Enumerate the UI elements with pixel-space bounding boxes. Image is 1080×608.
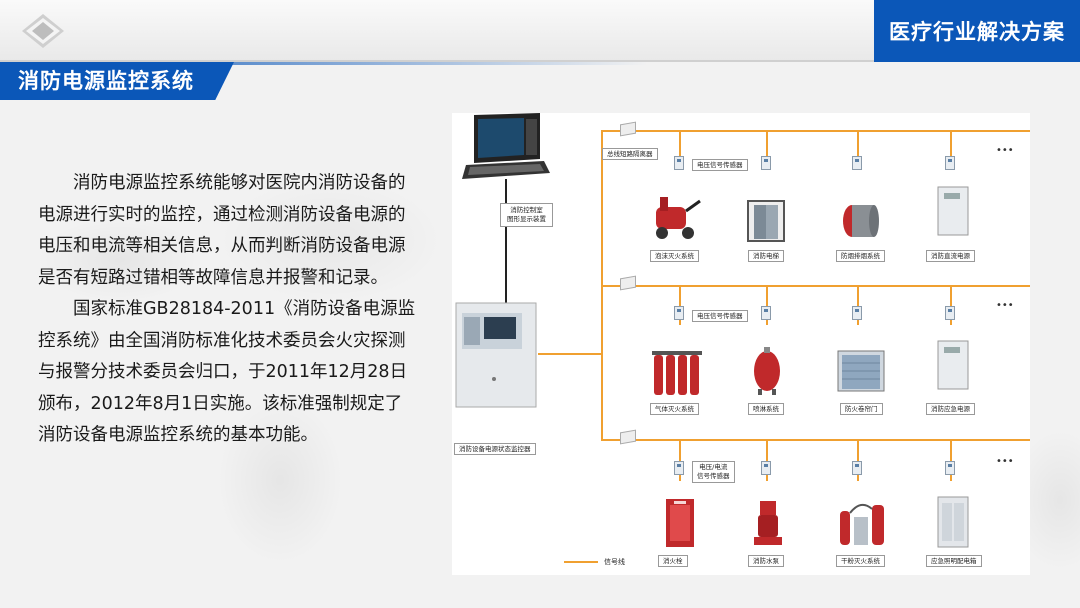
sensor-icon [945,461,955,475]
isolator-label: 总线短路隔离器 [602,148,658,160]
isolator-icon [620,429,636,445]
more-indicator: ••• [996,456,1014,467]
foam-extinguisher-icon [656,197,701,239]
row1-drop-1 [679,130,681,170]
device-label: 防火卷帘门 [840,403,883,415]
paragraph-2: 国家标准GB28184-2011《消防设备电源监控系统》由全国消防标准化技术委员… [38,299,416,445]
header-title: 医疗行业解决方案 [874,0,1080,62]
row1-drop-2 [766,130,768,170]
monitor-icon [462,113,550,179]
device-label: 消防电梯 [748,250,784,262]
row1-bus [601,130,1030,132]
legend-label: 信号线 [604,558,625,566]
device-label: 干粉灭火系统 [836,555,885,567]
monitor-cable [505,179,507,369]
sensor-icon [945,306,955,320]
row1-sensor-label: 电压信号传感器 [692,159,748,171]
controller-cabinet-icon [455,302,537,408]
sensor-icon [852,461,862,475]
row3-sensor-label-line2: 信号传感器 [697,472,730,480]
monitor-label-line1: 消防控制室 [510,206,543,214]
fire-pump-icon [754,501,782,545]
row2-bus [601,285,1030,287]
device-label: 消防直流电源 [926,250,975,262]
section-title-bar [0,62,234,100]
elevator-icon [747,200,785,242]
row3-sensor-label-line1: 电压/电流 [699,463,728,471]
row2-drop-1 [679,285,681,325]
row2-drop-3 [857,285,859,325]
title-underline [0,62,1080,65]
sprinkler-tank-icon [754,347,780,395]
isolator-icon [620,275,636,291]
device-label: 防烟排烟系统 [836,250,885,262]
hydrant-cabinet-icon [666,499,694,547]
monitor-label: 消防控制室 图形显示装置 [500,203,553,227]
row3-bus [601,439,1030,441]
row1-drop-4 [950,130,952,170]
device-label: 喷淋系统 [748,403,784,415]
more-indicator: ••• [996,300,1014,311]
dry-powder-extinguisher-icon [840,503,884,545]
section-title: 消防电源监控系统 [18,68,194,93]
sensor-icon [761,156,771,170]
body-text: 消防电源监控系统能够对医院内消防设备的电源进行实时的监控，通过检测消防设备电源的… [38,168,416,452]
sensor-icon [761,306,771,320]
row2-drop-2 [766,285,768,325]
device-label: 消火栓 [658,555,688,567]
row2-drop-4 [950,285,952,325]
gas-extinguisher-icon [652,351,702,395]
paragraph-1: 消防电源监控系统能够对医院内消防设备的电源进行实时的监控，通过检测消防设备电源的… [38,173,406,288]
diamond-logo-icon [22,14,64,48]
more-indicator: ••• [996,145,1014,156]
row3-drop-4 [950,439,952,481]
device-label: 应急照明配电箱 [926,555,982,567]
isolator-icon [620,121,636,137]
sensor-icon [945,156,955,170]
device-label: 消防水泵 [748,555,784,567]
fire-shutter-icon [837,350,885,392]
row2-sensor-label: 电压信号传感器 [692,310,748,322]
sensor-icon [674,461,684,475]
sensor-icon [674,156,684,170]
header-bar: 医疗行业解决方案 [0,0,1080,62]
lighting-distribution-box-icon [937,496,969,548]
monitor-label-line2: 图形显示装置 [507,215,546,223]
sensor-icon [852,306,862,320]
legend-signal-line [564,561,598,563]
controller-label: 消防设备电源状态监控器 [454,443,536,455]
sensor-icon [674,306,684,320]
device-label: 气体灭火系统 [650,403,699,415]
row3-drop-3 [857,439,859,481]
row1-drop-3 [857,130,859,170]
smoke-fan-icon [843,205,879,237]
row3-drop-1 [679,439,681,481]
emergency-power-cabinet-icon [937,340,969,390]
device-label: 消防应急电源 [926,403,975,415]
device-label: 泡沫灭火系统 [650,250,699,262]
sensor-icon [761,461,771,475]
row3-sensor-label: 电压/电流 信号传感器 [692,461,735,483]
system-diagram: 消防控制室 图形显示装置 消防设备电源状态监控器 总线短路隔离器 电压信号传感器… [452,113,1030,575]
row3-drop-2 [766,439,768,481]
bus-line-controller [538,353,602,355]
dc-power-cabinet-icon [937,186,969,236]
sensor-icon [852,156,862,170]
